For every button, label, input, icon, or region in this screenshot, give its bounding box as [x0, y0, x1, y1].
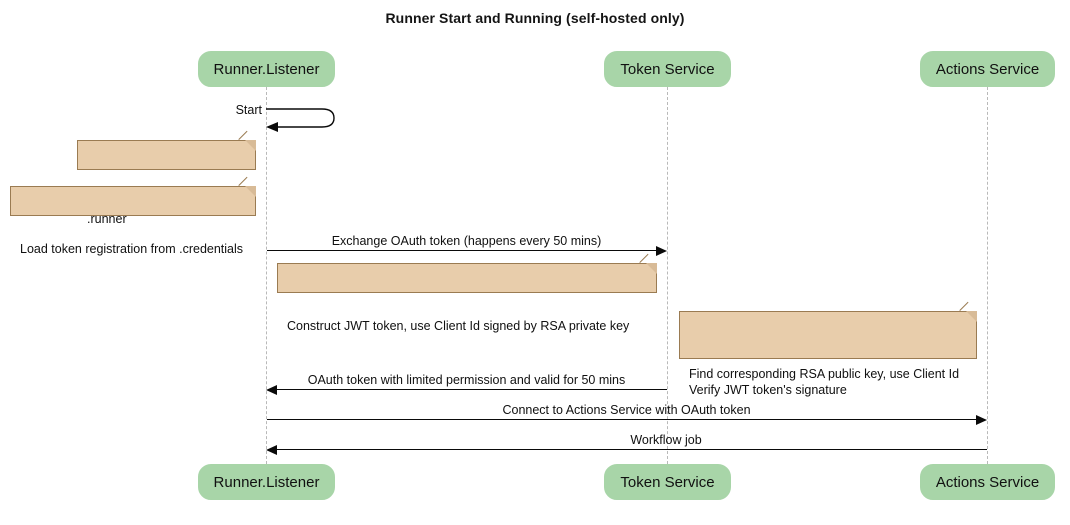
lifeline-actions-service	[987, 87, 988, 464]
note-fold-icon	[245, 186, 256, 197]
message-label-workflow-job: Workflow job	[630, 433, 702, 447]
message-label-connect-actions-service: Connect to Actions Service with OAuth to…	[502, 403, 751, 417]
note-text: Find corresponding RSA public key, use C…	[689, 367, 960, 397]
message-line-oauth-token-reply	[277, 389, 667, 390]
note-load-config: Load config info from .runner	[77, 130, 256, 226]
participant-token-service-bottom[interactable]: Token Service	[604, 464, 731, 500]
participant-label: Runner.Listener	[213, 474, 320, 491]
selfloop-path-icon	[266, 108, 335, 132]
arrowhead-left-oauth-token-reply	[266, 384, 277, 395]
message-line-exchange-oauth-token	[267, 250, 657, 251]
message-line-workflow-job	[277, 449, 987, 450]
participant-label: Actions Service	[935, 61, 1040, 78]
page-title: Runner Start and Running (self-hosted on…	[385, 10, 685, 26]
message-start-selfloop	[262, 104, 342, 139]
participant-token-service-top[interactable]: Token Service	[604, 51, 731, 87]
lifeline-runner-listener	[266, 87, 267, 464]
participant-label: Token Service	[620, 474, 715, 491]
message-line-connect-actions-service	[267, 419, 977, 420]
arrowhead-right-connect-actions-service	[976, 414, 987, 425]
participant-label: Token Service	[620, 61, 715, 78]
participant-label: Actions Service	[935, 474, 1040, 491]
note-construct-jwt: Construct JWT token, use Client Id signe…	[277, 253, 657, 333]
participant-actions-service-bottom[interactable]: Actions Service	[920, 464, 1055, 500]
arrowhead-left-workflow-job	[266, 444, 277, 455]
note-load-token-registration: Load token registration from .credential…	[10, 176, 256, 256]
note-verify-jwt: Find corresponding RSA public key, use C…	[679, 301, 977, 397]
participant-runner-listener-top[interactable]: Runner.Listener	[198, 51, 335, 87]
message-label-start: Start	[235, 103, 262, 117]
lifeline-token-service	[667, 87, 668, 464]
message-label-exchange-oauth-token: Exchange OAuth token (happens every 50 m…	[331, 234, 602, 248]
note-text: Construct JWT token, use Client Id signe…	[287, 319, 630, 333]
participant-label: Runner.Listener	[213, 61, 320, 78]
participant-runner-listener-bottom[interactable]: Runner.Listener	[198, 464, 335, 500]
message-label-oauth-token-reply: OAuth token with limited permission and …	[307, 373, 626, 387]
participant-actions-service-top[interactable]: Actions Service	[920, 51, 1055, 87]
note-fold-icon	[646, 263, 657, 274]
note-fold-icon	[245, 140, 256, 151]
arrowhead-right-exchange-oauth-token	[656, 245, 667, 256]
note-text: Load token registration from .credential…	[20, 242, 244, 256]
note-fold-icon	[966, 311, 977, 322]
